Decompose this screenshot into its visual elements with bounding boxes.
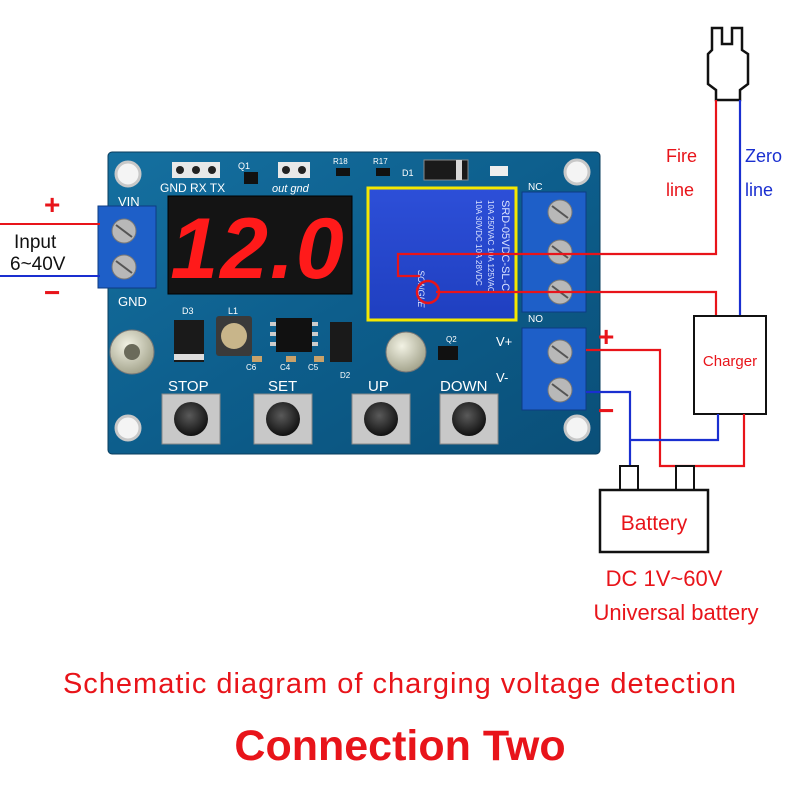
transistor-q2 <box>438 346 458 360</box>
q2-label: Q2 <box>446 335 457 344</box>
capacitor-left <box>109 329 155 375</box>
nc-label: NC <box>528 182 542 193</box>
mount-hole <box>114 160 142 188</box>
out-header <box>278 162 310 178</box>
resistor-r17 <box>376 168 390 176</box>
battery-description: Universal battery <box>593 600 758 625</box>
fire-line-label-1: Fire <box>666 146 697 166</box>
c6-label: C6 <box>246 363 257 372</box>
relay-rating-1: 10A 250VAC 10A 125VAC <box>486 200 495 293</box>
out-gnd-label: out gnd <box>272 183 310 195</box>
vin-label: VIN <box>118 194 140 209</box>
capacitor-right <box>385 331 427 373</box>
l1-label: L1 <box>228 306 238 316</box>
relay-terminal-block <box>521 191 587 313</box>
resistor-r18 <box>336 168 350 176</box>
serial-header <box>172 162 220 178</box>
mount-hole <box>114 414 142 442</box>
input-plus-sign: + <box>44 189 60 220</box>
diode-d2 <box>330 322 352 362</box>
input-label: Input <box>14 232 57 253</box>
stop-button[interactable] <box>161 393 221 445</box>
d2-label: D2 <box>340 371 351 380</box>
battery-label: Battery <box>621 512 688 535</box>
battery-voltage-spec: DC 1V~60V <box>606 566 723 591</box>
output-minus-sign: − <box>598 395 614 426</box>
zero-line-label-2: line <box>745 180 773 200</box>
charger-box: Charger <box>693 315 767 415</box>
input-terminal-block <box>97 205 157 289</box>
status-led <box>490 166 508 176</box>
zero-line-label-1: Zero <box>745 146 782 166</box>
output-plus-sign: + <box>598 321 614 352</box>
r18-label: R18 <box>333 157 348 166</box>
output-wires <box>586 348 746 468</box>
fire-line-label-2: line <box>666 180 694 200</box>
header-pins-label: GND RX TX <box>160 181 225 195</box>
seven-segment-display: 12.0 <box>167 195 353 297</box>
relay-rating-2: 10A 30VDC 10A 28VDC <box>474 200 483 286</box>
charger-label: Charger <box>703 353 757 370</box>
ic-chip <box>270 318 318 352</box>
relay-brand: SONGLE <box>416 270 426 309</box>
stop-button-label: STOP <box>168 378 209 395</box>
pcb-board: GND RX TX out gnd Q1 R18 R17 D1 12.0 <box>97 151 601 455</box>
vminus-label: V- <box>496 370 508 385</box>
mains-plug <box>706 26 750 102</box>
output-terminal-block <box>521 327 587 411</box>
r17-label: R17 <box>373 157 388 166</box>
q1-label: Q1 <box>238 161 250 171</box>
c5-label: C5 <box>308 363 319 372</box>
gnd-label: GND <box>118 294 147 309</box>
set-button-label: SET <box>268 378 297 395</box>
up-button-label: UP <box>368 378 389 395</box>
d1-label: D1 <box>402 168 414 178</box>
down-button[interactable] <box>439 393 499 445</box>
up-button[interactable] <box>351 393 411 445</box>
no-label: NO <box>528 314 543 325</box>
transistor-q1 <box>244 172 258 184</box>
diagram-title: Connection Two <box>234 722 566 770</box>
d3-label: D3 <box>182 306 194 316</box>
mount-hole <box>563 414 591 442</box>
set-button[interactable] <box>253 393 313 445</box>
mains-wires <box>396 100 742 316</box>
vplus-label: V+ <box>496 334 512 349</box>
battery: Battery <box>598 465 710 554</box>
relay-model: SRD-05VDC-SL-C <box>499 200 511 291</box>
mount-hole <box>563 158 591 186</box>
down-button-label: DOWN <box>440 378 488 395</box>
input-minus-sign: − <box>44 277 60 308</box>
input-range: 6~40V <box>10 254 66 275</box>
relay-to-charger-wire <box>436 290 718 316</box>
diagram-subtitle: Schematic diagram of charging voltage de… <box>62 668 738 700</box>
input-wires <box>0 223 100 277</box>
c4-label: C4 <box>280 363 291 372</box>
display-reading: 12.0 <box>170 201 345 297</box>
